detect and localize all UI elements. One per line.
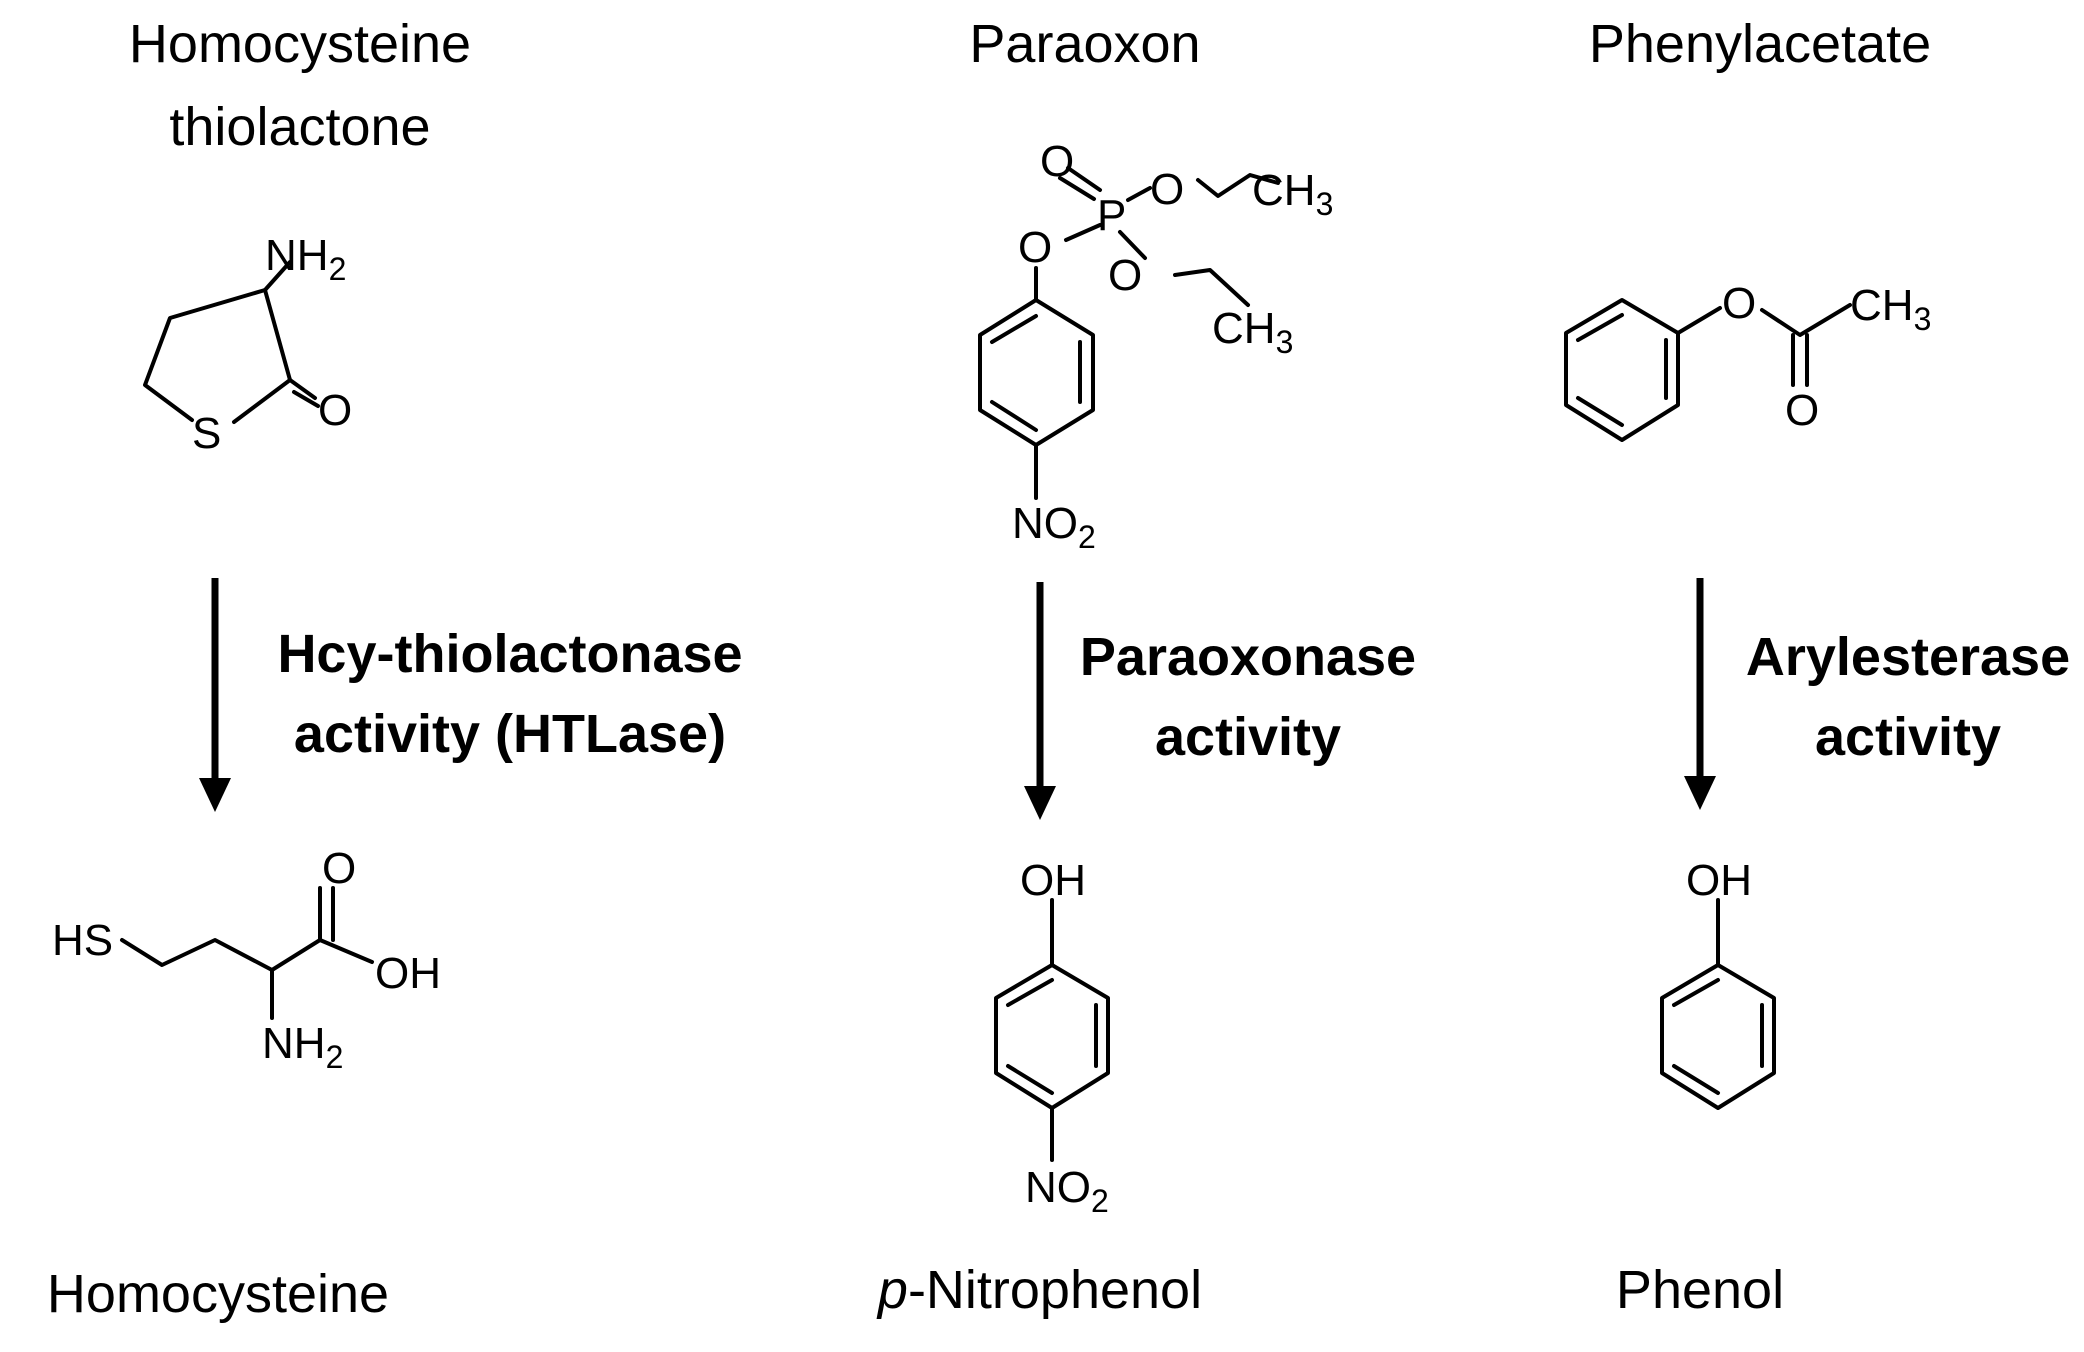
atom-o-5: O bbox=[1108, 251, 1142, 300]
atom-o-3: O bbox=[1040, 137, 1074, 186]
atom-oh-3: OH bbox=[1686, 856, 1752, 905]
arrow-head-3 bbox=[1684, 776, 1716, 810]
arrow-head-1 bbox=[199, 778, 231, 812]
atom-s-1: S bbox=[192, 409, 221, 458]
atom-oh-2: OH bbox=[1020, 856, 1086, 905]
activity-label-1-line-1: Hcy-thiolactonase bbox=[277, 624, 742, 684]
atom-no2-1: NO2 bbox=[1012, 499, 1096, 555]
activity-label-3-line-2: activity bbox=[1815, 707, 2001, 767]
activity-label-3-line-1: Arylesterase bbox=[1746, 627, 2070, 687]
phenylacetate-structure bbox=[1564, 298, 1852, 442]
atom-ch3-3: CH3 bbox=[1850, 281, 1931, 337]
substrate-title-3: Phenylacetate bbox=[1589, 14, 1931, 74]
product-title-3: Phenol bbox=[1616, 1260, 1784, 1320]
arrow-head-2 bbox=[1024, 786, 1056, 820]
atom-o-8: O bbox=[1785, 386, 1819, 435]
atom-o-7: O bbox=[1722, 279, 1756, 328]
activity-label-2-line-1: Paraoxonase bbox=[1080, 627, 1416, 687]
p-nitrophenol-structure bbox=[994, 898, 1110, 1162]
phenol-structure bbox=[1660, 898, 1776, 1110]
homocysteine-structure bbox=[120, 886, 374, 1020]
homocysteine-thiolactone-structure bbox=[143, 260, 320, 424]
atom-o-1: O bbox=[318, 386, 352, 435]
activity-label-2-line-2: activity bbox=[1155, 707, 1341, 767]
atom-oh-1: OH bbox=[375, 949, 441, 998]
product-title-2: p-Nitrophenol bbox=[876, 1260, 1202, 1320]
atom-o-4: O bbox=[1150, 165, 1184, 214]
substrate-title-2: Paraoxon bbox=[969, 14, 1200, 74]
paraoxon-structure bbox=[978, 166, 1280, 500]
substrate-title-1-line-1: Homocysteine bbox=[129, 14, 471, 74]
atom-nh2-2: NH2 bbox=[262, 1019, 343, 1075]
product-title-1: Homocysteine bbox=[47, 1264, 389, 1324]
activity-label-1-line-2: activity (HTLase) bbox=[294, 704, 726, 764]
atom-ch3-2: CH3 bbox=[1212, 304, 1293, 360]
atom-nh2-1: NH2 bbox=[265, 231, 346, 287]
atom-ch3-1: CH3 bbox=[1252, 166, 1333, 222]
atom-p: P bbox=[1097, 191, 1126, 240]
atom-no2-2: NO2 bbox=[1025, 1163, 1109, 1219]
atom-o-2: O bbox=[322, 844, 356, 893]
substrate-title-1-line-2: thiolactone bbox=[169, 97, 430, 157]
atom-hs: HS bbox=[52, 916, 113, 965]
atom-o-6: O bbox=[1018, 223, 1052, 272]
